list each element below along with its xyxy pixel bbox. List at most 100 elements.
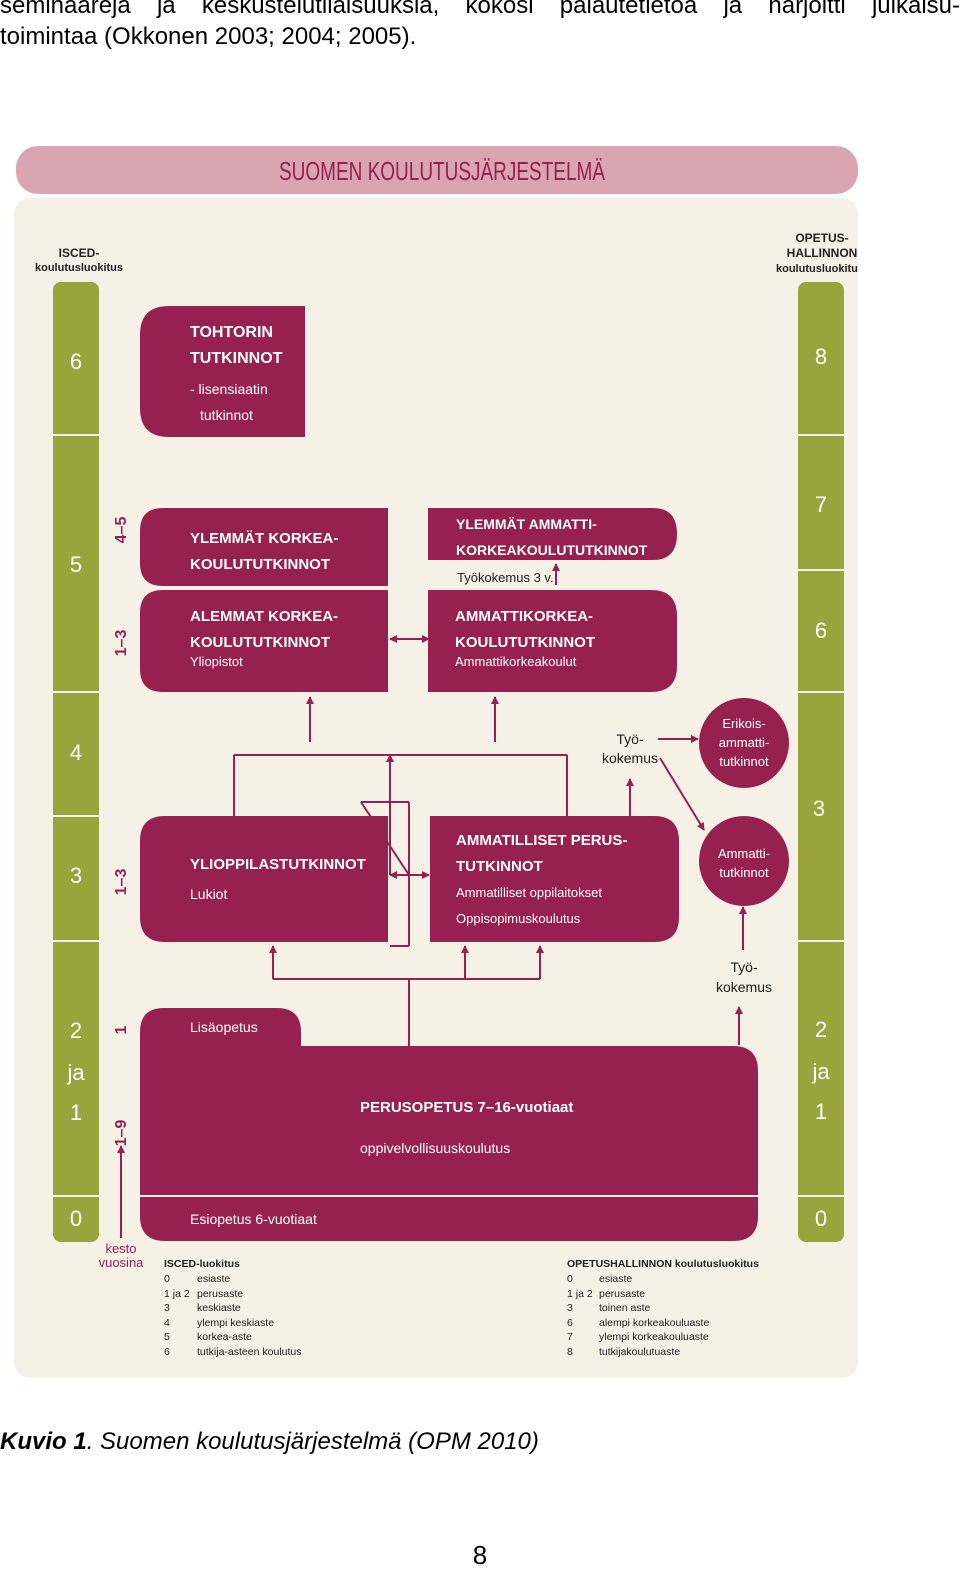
opetus-level-7: 7 [815, 492, 827, 517]
tyokokemus-3v: Työkokemus 3 v. [457, 570, 554, 585]
tohtori-line-2: TUTKINNOT [190, 350, 283, 367]
caption-text: . Suomen koulutusjärjestelmä (OPM 2010) [86, 1428, 539, 1455]
box-amk [428, 590, 677, 692]
isced-level-0: 0 [70, 1206, 82, 1231]
tohtori-line-3: - lisensiaatin [190, 381, 268, 397]
duration-1-9: 1–9 [113, 1120, 130, 1147]
circle-ammatti [699, 816, 789, 906]
isced-level-2: 2 [70, 1018, 82, 1043]
isced-legend-code: 4 [164, 1317, 170, 1329]
isced-legend-code: 1 ja 2 [164, 1288, 190, 1300]
opetus-legend-desc: esiaste [599, 1273, 632, 1285]
alemmat-korkea-line-3: Yliopistot [190, 654, 243, 669]
tyokokemus-a-line-2: kokemus [602, 750, 658, 766]
figure-caption: Kuvio 1. Suomen koulutusjärjestelmä (OPM… [0, 1428, 539, 1456]
opetus-legend-desc: perusaste [599, 1288, 645, 1300]
amk-line-2: KOULUTUTKINNOT [455, 634, 595, 651]
duration-1-3-secondary: 1–3 [113, 869, 130, 896]
ylemmat-korkea-line-2: KOULUTUTKINNOT [190, 556, 330, 573]
isced-header-line-2: koulutusluokitus [35, 262, 123, 274]
ammatilliset-line-2: TUTKINNOT [456, 858, 543, 875]
isced-legend-desc: tutkija-asteen koulutus [197, 1346, 301, 1358]
isced-level-4: 4 [70, 740, 82, 765]
opetus-header-line-1: OPETUS- [795, 231, 848, 245]
perusopetus-line-2: oppivelvollisuuskoulutus [360, 1140, 510, 1156]
opetus-legend-desc: toinen aste [599, 1302, 651, 1314]
opetus-level-6: 6 [815, 618, 827, 643]
duration-1-3-higher: 1–3 [113, 630, 130, 657]
erikois-line-1: Erikois- [722, 716, 765, 731]
ylemmat-amk-line-2: KORKEAKOULUTUTKINNOT [456, 542, 648, 558]
opetus-level-bar [798, 282, 844, 1242]
isced-legend-code: 6 [164, 1346, 170, 1358]
duration-label-line-2: vuosina [99, 1255, 145, 1270]
box-alemmat-korkea [140, 590, 388, 692]
ammatti-line-2: tutkinnot [719, 865, 769, 880]
lisaopetus-label: Lisäopetus [190, 1019, 258, 1035]
opetus-level-1: 1 [815, 1099, 827, 1124]
opetus-level-3: 3 [813, 796, 825, 821]
education-system-diagram: SUOMEN KOULUTUSJÄRJESTELMÄ ISCED- koulut… [14, 146, 858, 1378]
isced-legend-desc: perusaste [197, 1288, 243, 1300]
connector-lines [233, 563, 747, 1046]
box-tohtori [140, 306, 305, 437]
opetus-legend-code: 8 [567, 1346, 573, 1358]
diagram-title: SUOMEN KOULUTUSJÄRJESTELMÄ [279, 156, 605, 186]
ylemmat-korkea-line-1: YLEMMÄT KORKEA- [190, 530, 338, 547]
opetus-header-line-2: HALLINNON [787, 246, 858, 260]
opetus-legend-code: 7 [567, 1331, 573, 1343]
isced-legend-desc: ylempi keskiaste [197, 1317, 274, 1329]
opetus-legend-desc: tutkijakoulutuaste [599, 1346, 680, 1358]
duration-label-line-1: kesto [105, 1241, 136, 1256]
tyokokemus-b-line-1: Työ- [730, 959, 758, 975]
isced-level-ja: ja [66, 1060, 85, 1085]
opetus-header-line-3: koulutusluokitus [776, 263, 858, 275]
circle-erikois [699, 698, 789, 788]
tyokokemus-a-line-1: Työ- [616, 731, 644, 747]
erikois-line-3: tutkinnot [719, 754, 769, 769]
opetus-legend-desc: alempi korkeakouluaste [599, 1317, 709, 1329]
ammatilliset-line-3: Ammatilliset oppilaitokset [456, 885, 602, 900]
tohtori-line-4: tutkinnot [200, 407, 253, 423]
esiopetus-label: Esiopetus 6-vuotiaat [190, 1211, 317, 1227]
opetus-legend-desc: ylempi korkeakouluaste [599, 1331, 709, 1343]
opetus-level-2: 2 [815, 1017, 827, 1042]
duration-1: 1 [113, 1025, 130, 1034]
page-number: 8 [472, 1540, 488, 1570]
opetus-legend-code: 6 [567, 1317, 573, 1329]
intro-line-2: toimintaa (Okkonen 2003; 2004; 2005). [0, 23, 417, 50]
caption-label: Kuvio 1 [0, 1428, 87, 1455]
tyokokemus-b-line-2: kokemus [716, 979, 772, 995]
erikois-line-2: ammatti- [719, 735, 770, 750]
isced-legend-desc: korkea-aste [197, 1331, 252, 1343]
box-perusopetus [140, 1046, 758, 1241]
isced-header-line-1: ISCED- [59, 246, 100, 260]
alemmat-korkea-line-1: ALEMMAT KORKEA- [190, 608, 338, 625]
isced-legend-code: 5 [164, 1331, 170, 1343]
isced-legend-code: 3 [164, 1302, 170, 1314]
perusopetus-line-1: PERUSOPETUS 7–16-vuotiaat [360, 1099, 573, 1116]
isced-level-5: 5 [70, 552, 82, 577]
box-ylioppilas [140, 816, 388, 942]
ylioppilas-line-1: YLIOPPILASTUTKINNOT [190, 856, 366, 873]
ylemmat-amk-line-1: YLEMMÄT AMMATTI- [456, 516, 597, 532]
opetus-level-0: 0 [815, 1206, 827, 1231]
isced-legend: ISCED-luokitus 0 esiaste 1 ja 2 perusast… [164, 1258, 301, 1358]
intro-paragraph: seminaareja ja keskustelutilaisuuksia, k… [0, 0, 960, 52]
title-band [16, 146, 858, 194]
duration-4-5: 4–5 [113, 517, 130, 544]
box-ylemmat-amk [428, 508, 677, 560]
ammatilliset-line-4: Oppisopimuskoulutus [456, 911, 581, 926]
opetus-legend-code: 1 ja 2 [567, 1288, 593, 1300]
isced-level-3: 3 [70, 863, 82, 888]
isced-legend-desc: esiaste [197, 1273, 230, 1285]
isced-legend-code: 0 [164, 1273, 170, 1285]
tohtori-line-1: TOHTORIN [190, 324, 273, 341]
alemmat-korkea-line-2: KOULUTUTKINNOT [190, 634, 330, 651]
ylioppilas-line-2: Lukiot [190, 886, 227, 902]
isced-level-1: 1 [70, 1100, 82, 1125]
ammatilliset-line-1: AMMATILLISET PERUS- [456, 832, 627, 849]
box-lisaopetus [140, 1008, 301, 1046]
opetus-level-ja: ja [811, 1059, 830, 1084]
opetus-legend-title: OPETUSHALLINNON koulutusluokitus [567, 1258, 759, 1270]
